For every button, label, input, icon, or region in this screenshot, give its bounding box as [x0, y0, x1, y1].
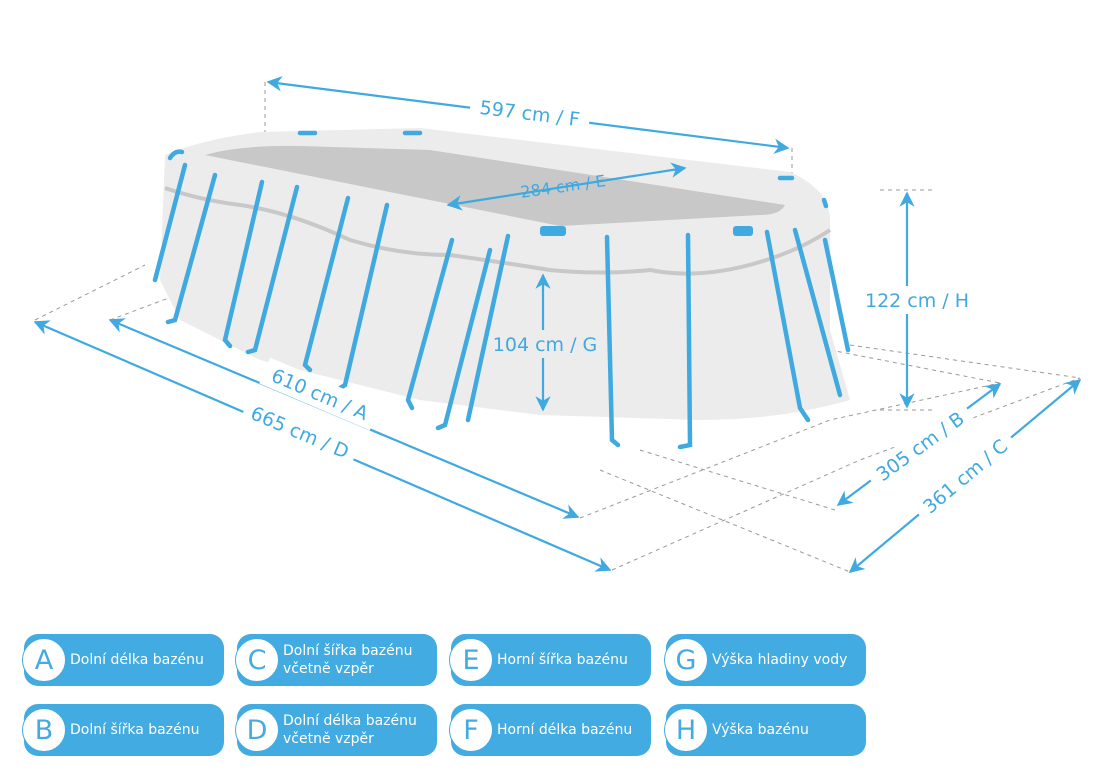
legend-letter: C [235, 638, 279, 682]
legend-text: Dolní šířka bazénu [70, 722, 200, 738]
legend-text: Výška hladiny vody [712, 652, 848, 668]
dim-label-h: 122 cm / H [865, 290, 969, 312]
legend-letter: B [22, 708, 66, 752]
pool-drawing: 597 cm / F 284 cm / E 104 cm / G 122 cm … [33, 76, 1082, 573]
legend-letter: A [22, 638, 66, 682]
dim-label-g: 104 cm / G [493, 334, 597, 356]
legend-text: Dolní šířka bazénu včetně vzpěr [283, 643, 413, 677]
legend-letter: G [664, 638, 708, 682]
legend-text: Dolní délka bazénu [70, 652, 204, 668]
legend-letter: H [664, 708, 708, 752]
legend-text: Dolní délka bazénu včetně vzpěr [283, 713, 417, 747]
top-rim-connectors [540, 226, 753, 236]
legend-text: Horní délka bazénu [497, 722, 633, 738]
legend-text: Horní šířka bazénu [497, 652, 628, 668]
legend-text: Výška bazénu [712, 722, 809, 738]
legend-letter: E [449, 638, 493, 682]
legend-letter: F [449, 708, 493, 752]
legend-letter: D [235, 708, 279, 752]
